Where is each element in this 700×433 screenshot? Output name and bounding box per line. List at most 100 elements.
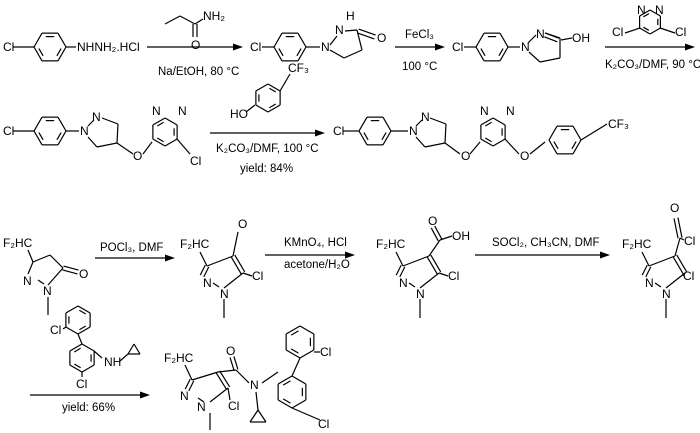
atom-cl: Cl xyxy=(333,124,344,138)
atom-n: N xyxy=(480,104,489,118)
bond xyxy=(87,136,98,148)
atom-n: N xyxy=(506,104,515,118)
atom-o: O xyxy=(461,149,470,163)
atom-n: N xyxy=(203,276,212,290)
ring-bond xyxy=(639,9,651,17)
atom-cf3: CF₃ xyxy=(608,117,629,131)
ring-bond xyxy=(57,46,67,62)
bond xyxy=(96,142,118,148)
atom-cl: Cl xyxy=(675,25,686,39)
aromatic-bond xyxy=(290,348,299,354)
aromatic-bond xyxy=(269,87,277,93)
bond xyxy=(424,142,446,148)
bond xyxy=(415,136,426,148)
ring-bond xyxy=(65,326,79,335)
bond xyxy=(438,272,449,277)
atom-n: N xyxy=(416,287,425,301)
bond xyxy=(164,15,181,25)
bond xyxy=(469,141,481,155)
atom-o: O xyxy=(191,38,200,52)
ring-bond xyxy=(382,116,392,132)
ring-bond xyxy=(57,130,67,146)
atom-f2hc: F₂HC xyxy=(164,351,194,365)
bond xyxy=(217,369,237,373)
ring-bond xyxy=(285,349,301,359)
aromatic-bond xyxy=(498,48,504,57)
bonds xyxy=(13,9,695,430)
double-bond xyxy=(434,225,443,240)
atom-n: N xyxy=(321,40,330,54)
bond xyxy=(529,141,546,155)
ring-bond xyxy=(291,375,307,385)
ring-bond xyxy=(65,305,79,314)
double-bond xyxy=(641,264,648,276)
aromatic-bond xyxy=(38,132,44,141)
ring-bond xyxy=(291,399,307,409)
bond xyxy=(101,117,119,125)
double-bond xyxy=(672,256,684,275)
atom-cl: Cl xyxy=(190,154,201,168)
atom-cl: Cl xyxy=(683,269,694,283)
ring-bond xyxy=(81,364,95,373)
atom-n: N xyxy=(220,287,229,301)
bond xyxy=(47,267,64,286)
aromatic-bond xyxy=(571,141,577,150)
atom-n: N xyxy=(250,378,259,392)
ring-bond xyxy=(285,325,301,335)
ring-bond xyxy=(480,138,494,147)
bond xyxy=(429,117,447,125)
ring-bond xyxy=(152,117,166,126)
bond xyxy=(77,333,83,345)
hydrazine-label: NHNH₂.HCl xyxy=(77,40,140,54)
double-bond xyxy=(62,269,78,275)
atom-cl: Cl xyxy=(612,25,623,39)
ring-bond xyxy=(499,46,509,62)
double-bond xyxy=(203,266,210,278)
atom-cl: Cl xyxy=(448,269,459,283)
arrow-head xyxy=(600,251,610,259)
aromatic-bond xyxy=(56,132,62,141)
atom-n: N xyxy=(180,389,189,403)
aromatic-bond xyxy=(79,309,87,315)
bond xyxy=(249,409,259,423)
atom-o: O xyxy=(226,344,235,358)
bond xyxy=(654,282,662,288)
bond xyxy=(242,272,253,277)
ring-bond xyxy=(382,130,392,146)
aromatic-bond xyxy=(480,48,486,57)
double-bond xyxy=(233,356,239,370)
bond xyxy=(344,29,358,32)
aromatic-bond xyxy=(73,363,81,369)
ring-bond xyxy=(480,117,494,126)
bond xyxy=(194,18,204,25)
atom-n: N xyxy=(92,110,101,124)
arrow-head xyxy=(345,251,355,259)
atom-f2hc: F₂HC xyxy=(376,237,406,251)
double-bond xyxy=(430,254,442,273)
arrow-head xyxy=(685,43,695,51)
atom-n: N xyxy=(655,3,664,17)
atom-cl: Cl xyxy=(452,40,463,54)
atom-cl: Cl xyxy=(228,399,239,413)
bond xyxy=(142,141,153,155)
ring-bond xyxy=(475,32,485,48)
bond xyxy=(199,251,208,267)
bond xyxy=(408,282,416,288)
atom-cf3: CF₃ xyxy=(288,61,309,75)
bond xyxy=(395,251,404,267)
aromatic-bond xyxy=(278,48,284,57)
bond xyxy=(209,387,229,403)
ring-bond xyxy=(572,139,582,155)
atom-f2hc: F₂HC xyxy=(180,237,210,251)
bond xyxy=(223,272,244,289)
bond xyxy=(87,119,95,127)
atom-f2hc: F₂HC xyxy=(3,236,33,250)
atom-cl: Cl xyxy=(3,40,14,54)
atom-n: N xyxy=(178,104,187,118)
double-bond xyxy=(544,36,558,43)
condition-label: POCl₃, DMF xyxy=(100,242,163,254)
aromatic-bond xyxy=(73,347,81,353)
arrow-head xyxy=(435,43,445,51)
aromatic-bond xyxy=(296,48,302,57)
atom-n: N xyxy=(43,284,52,298)
